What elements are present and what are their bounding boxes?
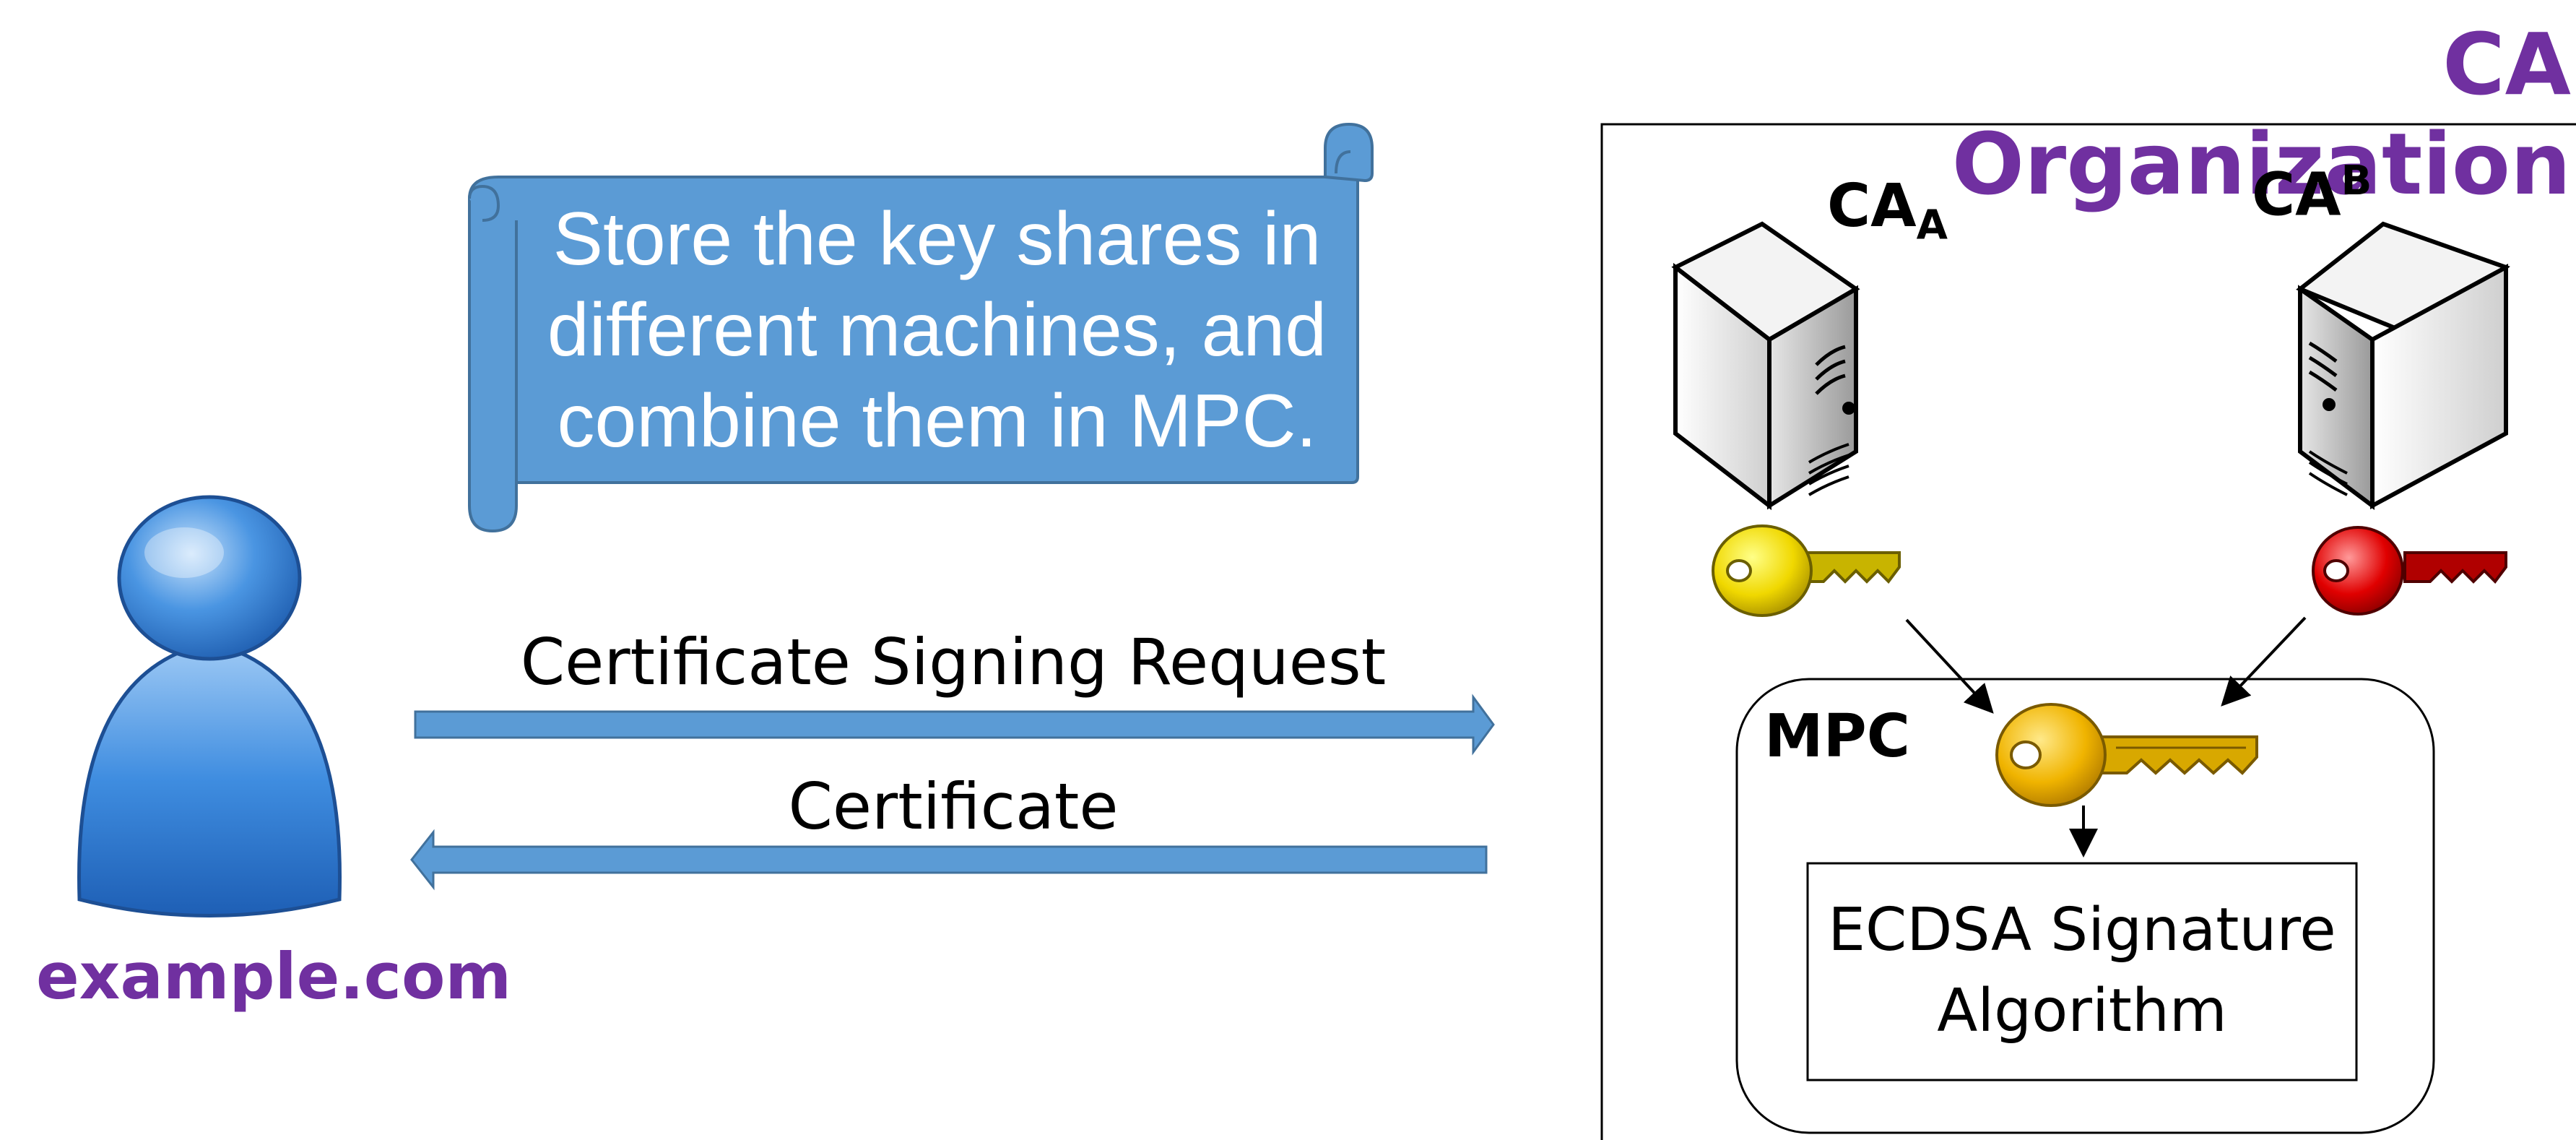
request-label: Certificate Signing Request bbox=[520, 625, 1387, 699]
mpc-label: MPC bbox=[1764, 702, 1910, 771]
ca-organization-title: CA Organization bbox=[1951, 14, 2571, 214]
algorithm-box bbox=[1806, 862, 2358, 1081]
key-share-b-icon bbox=[2312, 526, 2507, 616]
server-b-icon bbox=[2296, 221, 2510, 510]
response-arrow bbox=[410, 829, 1488, 891]
response-label: Certificate bbox=[788, 769, 1119, 844]
share-a-arrow bbox=[1905, 618, 1994, 714]
mpc-box bbox=[1735, 678, 2435, 1134]
combined-key-icon bbox=[1995, 703, 2258, 807]
scroll-banner bbox=[468, 122, 1374, 533]
client-domain: example.com bbox=[36, 939, 512, 1014]
request-arrow bbox=[414, 694, 1495, 756]
server-b-label: CAB bbox=[2252, 157, 2372, 230]
scroll-line-2: different machines, and bbox=[547, 288, 1327, 372]
scroll-line-3: combine them in MPC. bbox=[557, 379, 1317, 463]
server-a-label: CAA bbox=[1827, 172, 1948, 249]
ca-organization-frame bbox=[1600, 123, 2576, 1140]
algorithm-text: ECDSA Signature Algorithm bbox=[1808, 890, 2356, 1052]
scroll-text: Store the key shares in different machin… bbox=[516, 194, 1358, 467]
server-a-icon bbox=[1671, 221, 1860, 511]
algorithm-line-1: ECDSA Signature bbox=[1828, 896, 2336, 964]
share-b-arrow bbox=[2221, 616, 2307, 707]
algorithm-line-2: Algorithm bbox=[1937, 977, 2227, 1045]
key-share-a-icon bbox=[1712, 524, 1901, 617]
scroll-line-1: Store the key shares in bbox=[552, 197, 1322, 281]
user-icon bbox=[77, 495, 342, 917]
